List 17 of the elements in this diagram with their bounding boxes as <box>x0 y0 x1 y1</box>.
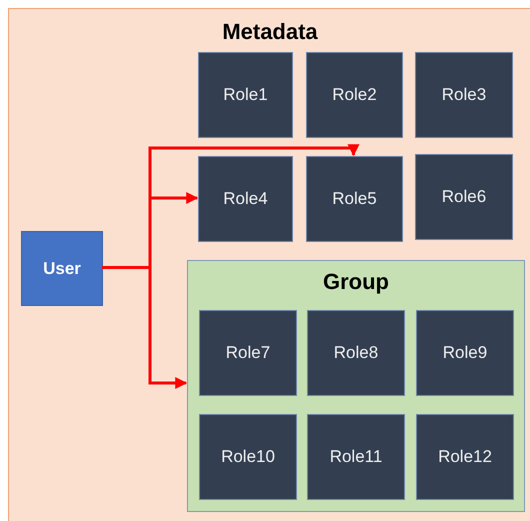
heading: Group <box>322 269 390 295</box>
role-box: Role10 <box>199 414 297 500</box>
heading: Metadata <box>221 19 319 45</box>
metadata-box <box>8 8 530 521</box>
role-box: Role8 <box>307 310 405 396</box>
role-box: Role1 <box>198 52 293 138</box>
role-box: Role6 <box>415 154 513 240</box>
role-box: Role9 <box>416 310 514 396</box>
role-box: Role2 <box>306 52 403 138</box>
role-box: Role7 <box>199 310 297 396</box>
role-box: Role3 <box>415 52 513 138</box>
group-box <box>187 260 525 512</box>
user-box: User <box>21 231 103 306</box>
role-box: Role4 <box>198 156 293 242</box>
role-box: Role11 <box>307 414 405 500</box>
role-box: Role12 <box>416 414 514 500</box>
role-box: Role5 <box>306 156 403 242</box>
